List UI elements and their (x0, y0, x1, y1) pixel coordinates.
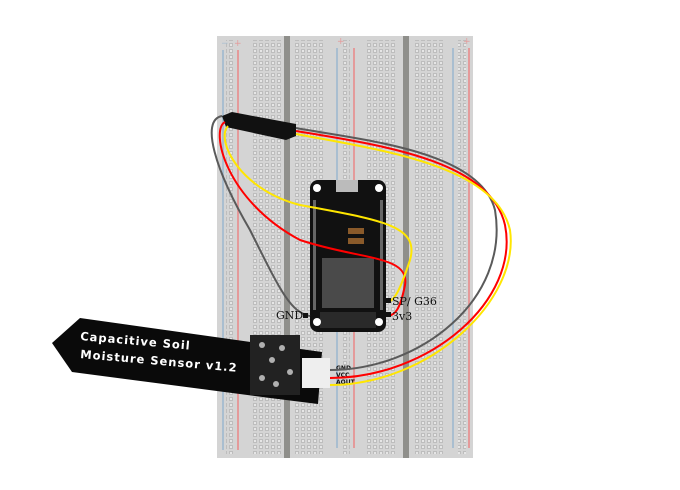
3v3-pin-label: 3v3 (392, 310, 412, 323)
esp32-board (310, 180, 386, 332)
breadboard: − + + + (217, 36, 473, 458)
sensor-pin-aout: AOUT (336, 379, 356, 386)
esp32-pin-labels: GND SP/ G36 3v3 (276, 295, 437, 323)
usb-port (336, 180, 358, 192)
g36-pin-label: SP/ G36 (392, 295, 437, 308)
jumper-connector (222, 112, 296, 140)
wires (210, 115, 512, 386)
gnd-wire (210, 115, 498, 371)
vcc-wire (218, 121, 508, 379)
gnd-pin-label: GND (276, 309, 303, 322)
sensor-pin-vcc: VCC (336, 372, 350, 379)
rail-plus-label: + (463, 37, 471, 47)
soil-moisture-sensor: Capacitive Soil Moisture Sensor v1.2 GND… (52, 318, 356, 404)
rail-minus-label: − (221, 39, 229, 49)
rail-plus-label: + (337, 37, 345, 47)
rail-plus-label: + (234, 39, 242, 49)
signal-wire (223, 125, 512, 386)
